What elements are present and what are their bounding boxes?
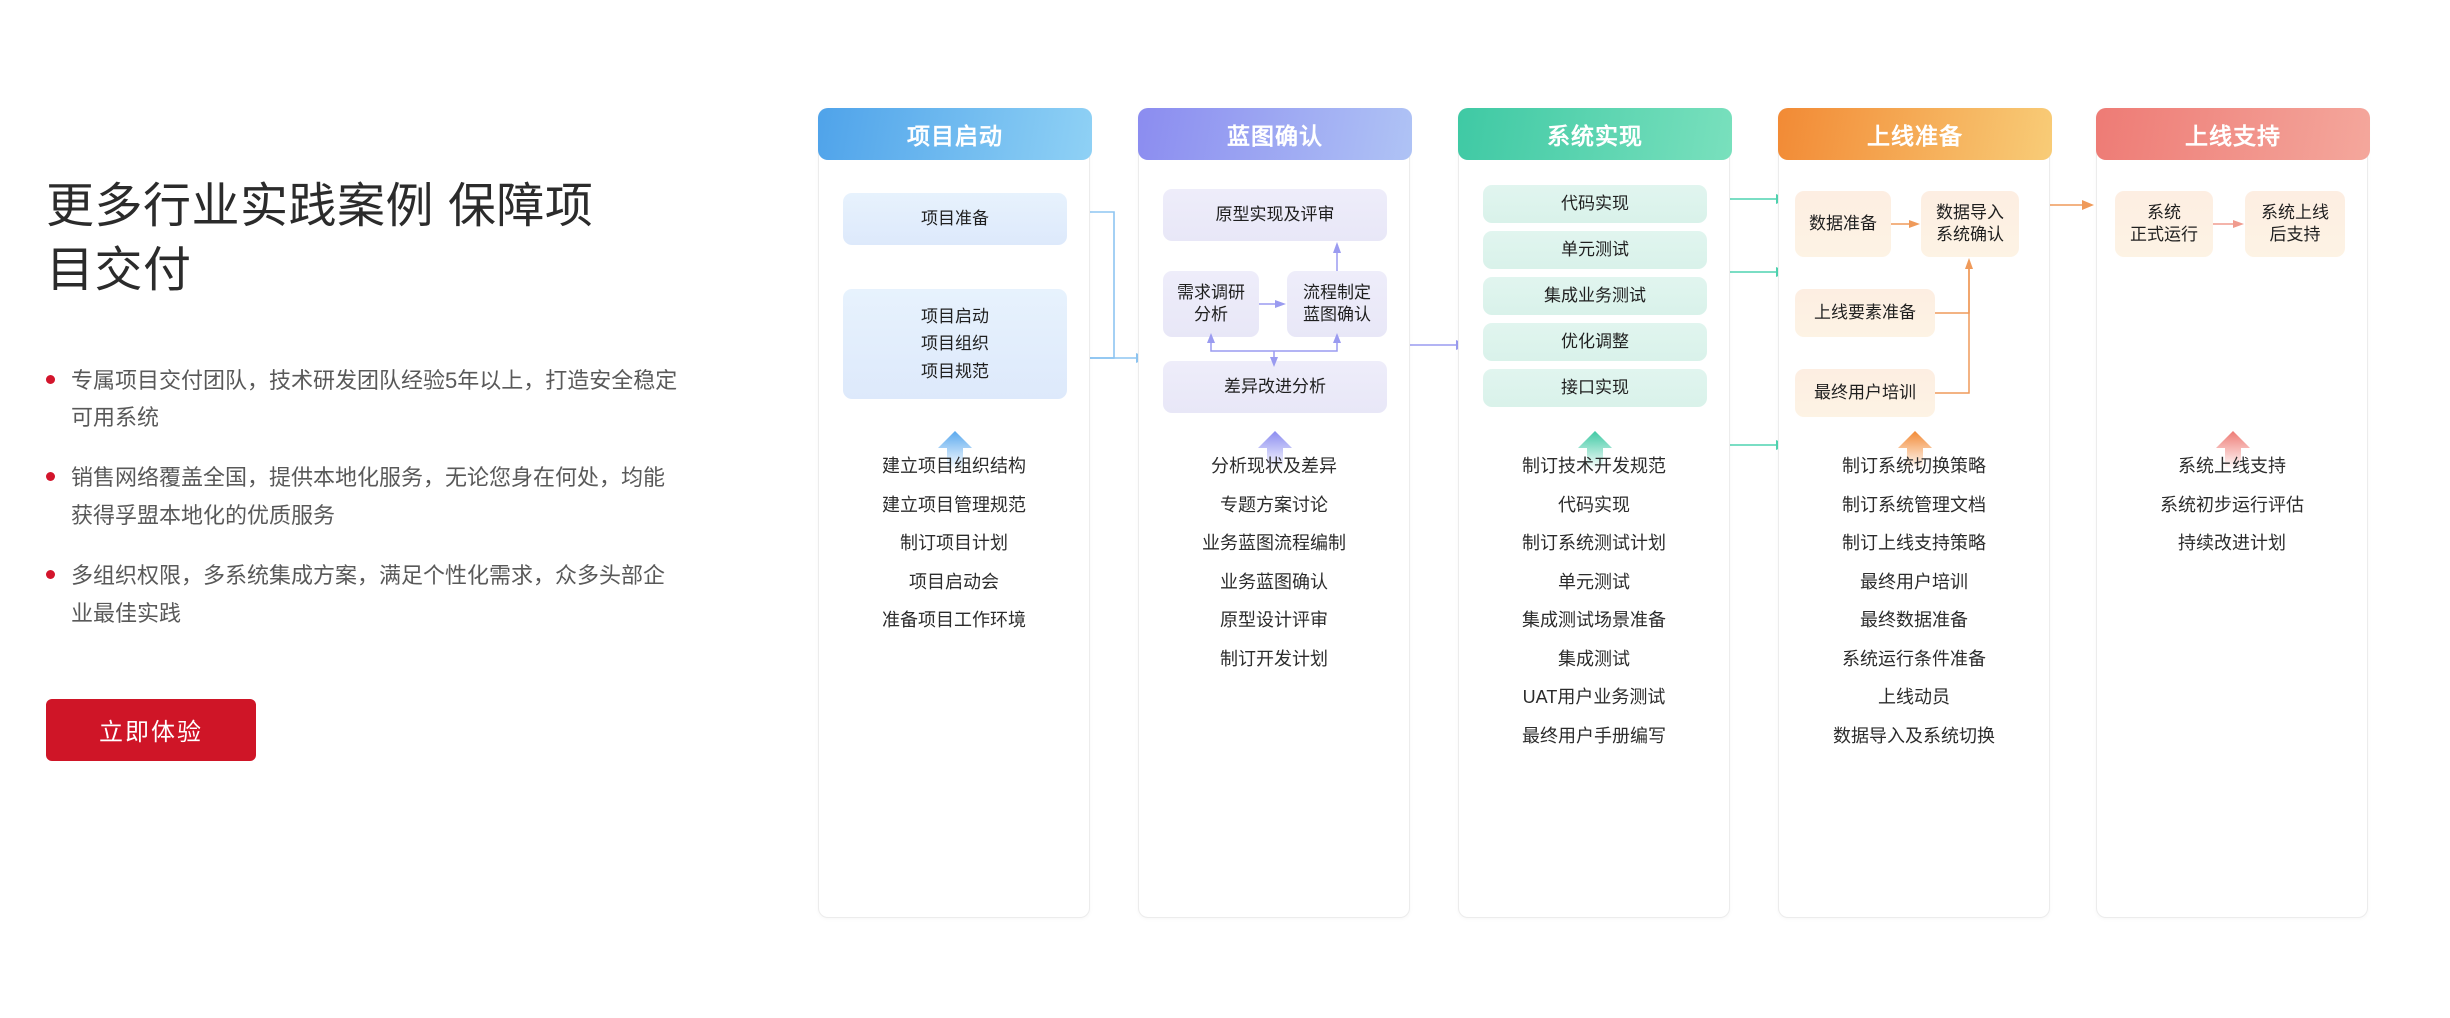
task-item: 系统上线支持 bbox=[2178, 456, 2286, 476]
flow-node[interactable]: 差异改进分析 bbox=[1163, 361, 1387, 413]
task-item: 上线动员 bbox=[1878, 687, 1950, 707]
task-item: 专题方案讨论 bbox=[1220, 494, 1328, 515]
task-item: 最终数据准备 bbox=[1860, 610, 1968, 630]
list-item: 专属项目交付团队，技术研发团队经验5年以上，打造安全稳定可用系统 bbox=[46, 362, 726, 438]
feature-bullet-list: 专属项目交付团队，技术研发团队经验5年以上，打造安全稳定可用系统 销售网络覆盖全… bbox=[46, 362, 726, 633]
flow-node[interactable]: 代码实现 bbox=[1483, 185, 1707, 223]
bullet-dot-icon bbox=[46, 374, 55, 384]
task-item: 准备项目工作环境 bbox=[882, 610, 1026, 630]
list-item: 多组织权限，多系统集成方案，满足个性化需求，众多头部企业最佳实践 bbox=[46, 557, 726, 633]
stage-task-list: 建立项目组织结构 建立项目管理规范 制订项目计划 项目启动会 准备项目工作环境 bbox=[819, 457, 1089, 650]
stage-column-golive-preparation[interactable]: 上线准备 数据准备 数据导入 系统确认 上线要素准备 最终用户培训 bbox=[1778, 108, 2052, 918]
task-item: 单元测试 bbox=[1558, 571, 1630, 592]
stage-diagram: 代码实现 单元测试 集成业务测试 优化调整 接口实现 bbox=[1459, 161, 1731, 419]
stage-header: 项目启动 bbox=[818, 108, 1092, 160]
task-item: 系统初步运行评估 bbox=[2160, 494, 2304, 515]
flow-node[interactable]: 优化调整 bbox=[1483, 323, 1707, 361]
stage-header: 蓝图确认 bbox=[1138, 108, 1412, 160]
stage-task-list: 制订系统切换策略 制订系统管理文档 制订上线支持策略 最终用户培训 最终数据准备… bbox=[1779, 457, 2049, 765]
task-item: 业务蓝图流程编制 bbox=[1202, 533, 1346, 553]
inner-connectors bbox=[2213, 220, 2244, 228]
flow-node[interactable]: 系统 正式运行 bbox=[2115, 191, 2213, 257]
task-item: 最终用户培训 bbox=[1860, 571, 1968, 592]
process-flow-diagram: 项目启动 项目准备 项目启动 项目组织 项目规范 建立项目组织结构 建立项目管理… bbox=[818, 108, 2408, 918]
headline-line-1: 更多行业实践案例 保障项 bbox=[46, 180, 594, 233]
stage-header: 系统实现 bbox=[1458, 108, 1732, 160]
stage-diagram: 原型实现及评审 需求调研 分析 流程制定 蓝图确认 差异改进分析 bbox=[1139, 161, 1411, 419]
task-item: 数据导入及系统切换 bbox=[1833, 725, 1995, 746]
task-item: 制订开发计划 bbox=[1220, 648, 1328, 669]
list-item: 销售网络覆盖全国，提供本地化服务，无论您身在何处，均能获得孚盟本地化的优质服务 bbox=[46, 459, 726, 535]
task-item: 业务蓝图确认 bbox=[1220, 571, 1328, 592]
flow-node[interactable]: 最终用户培训 bbox=[1795, 369, 1935, 417]
task-item: 集成测试场景准备 bbox=[1522, 610, 1666, 630]
task-item: UAT用户业务测试 bbox=[1522, 687, 1666, 707]
task-item: 制订技术开发规范 bbox=[1522, 456, 1666, 476]
flow-node[interactable]: 原型实现及评审 bbox=[1163, 189, 1387, 241]
stage-header: 上线准备 bbox=[1778, 108, 2052, 160]
stage-column-project-kickoff[interactable]: 项目启动 项目准备 项目启动 项目组织 项目规范 建立项目组织结构 建立项目管理… bbox=[818, 108, 1092, 918]
flow-node[interactable]: 项目启动 项目组织 项目规范 bbox=[843, 289, 1067, 399]
task-item: 制订系统测试计划 bbox=[1522, 533, 1666, 553]
up-arrow-icon bbox=[2216, 431, 2250, 469]
bullet-text: 多组织权限，多系统集成方案，满足个性化需求，众多头部企业最佳实践 bbox=[71, 562, 666, 626]
task-item: 制订系统管理文档 bbox=[1842, 494, 1986, 515]
up-arrow-icon bbox=[1898, 431, 1932, 469]
flow-node[interactable]: 流程制定 蓝图确认 bbox=[1287, 271, 1387, 337]
stage-header: 上线支持 bbox=[2096, 108, 2370, 160]
stage-diagram: 系统 正式运行 系统上线 后支持 bbox=[2097, 161, 2369, 419]
task-item: 系统运行条件准备 bbox=[1842, 648, 1986, 669]
stage-diagram: 数据准备 数据导入 系统确认 上线要素准备 最终用户培训 bbox=[1779, 161, 2051, 419]
task-item: 制订系统切换策略 bbox=[1842, 456, 1986, 476]
inner-connectors bbox=[1891, 220, 1973, 394]
flow-node[interactable]: 数据准备 bbox=[1795, 191, 1891, 257]
stage-task-list: 分析现状及差异 专题方案讨论 业务蓝图流程编制 业务蓝图确认 原型设计评审 制订… bbox=[1139, 457, 1409, 688]
task-item: 建立项目组织结构 bbox=[882, 456, 1026, 476]
stage-column-system-implementation[interactable]: 系统实现 代码实现 单元测试 集成业务测试 优化调整 接口实现 制订技术开发规范… bbox=[1458, 108, 1732, 918]
up-arrow-icon bbox=[1578, 431, 1612, 469]
task-item: 项目启动会 bbox=[909, 571, 999, 592]
bullet-dot-icon bbox=[46, 472, 55, 482]
task-item: 集成测试 bbox=[1558, 648, 1630, 669]
flow-node[interactable]: 系统上线 后支持 bbox=[2245, 191, 2345, 257]
flow-node[interactable]: 上线要素准备 bbox=[1795, 289, 1935, 337]
task-item: 建立项目管理规范 bbox=[882, 494, 1026, 515]
task-item: 代码实现 bbox=[1558, 494, 1630, 515]
up-arrow-icon bbox=[1258, 431, 1292, 469]
bullet-dot-icon bbox=[46, 569, 55, 579]
stage-task-list: 系统上线支持 系统初步运行评估 持续改进计划 bbox=[2097, 457, 2367, 573]
try-now-button[interactable]: 立即体验 bbox=[46, 698, 256, 761]
flow-node[interactable]: 项目准备 bbox=[843, 193, 1067, 245]
task-item: 持续改进计划 bbox=[2178, 533, 2286, 553]
left-panel: 更多行业实践案例 保障项 目交付 专属项目交付团队，技术研发团队经验5年以上，打… bbox=[46, 175, 726, 761]
stage-diagram: 项目准备 项目启动 项目组织 项目规范 bbox=[819, 161, 1091, 419]
bullet-text: 专属项目交付团队，技术研发团队经验5年以上，打造安全稳定可用系统 bbox=[71, 367, 678, 431]
inner-connectors bbox=[1207, 242, 1341, 367]
flow-node[interactable]: 数据导入 系统确认 bbox=[1921, 191, 2019, 257]
flow-node[interactable]: 集成业务测试 bbox=[1483, 277, 1707, 315]
stage-column-blueprint-confirm[interactable]: 蓝图确认 原型实现及评审 需求调研 分析 流程制定 蓝图确认 差异改进分析 bbox=[1138, 108, 1412, 918]
task-item: 分析现状及差异 bbox=[1211, 456, 1337, 476]
task-item: 制订项目计划 bbox=[900, 533, 1008, 553]
page-title: 更多行业实践案例 保障项 目交付 bbox=[46, 175, 726, 304]
headline-line-2: 目交付 bbox=[46, 244, 192, 298]
task-item: 最终用户手册编写 bbox=[1522, 725, 1666, 746]
up-arrow-icon bbox=[938, 431, 972, 469]
task-item: 制订上线支持策略 bbox=[1842, 533, 1986, 553]
flow-node[interactable]: 接口实现 bbox=[1483, 369, 1707, 407]
stage-task-list: 制订技术开发规范 代码实现 制订系统测试计划 单元测试 集成测试场景准备 集成测… bbox=[1459, 457, 1729, 765]
task-item: 原型设计评审 bbox=[1220, 610, 1328, 630]
bullet-text: 销售网络覆盖全国，提供本地化服务，无论您身在何处，均能获得孚盟本地化的优质服务 bbox=[71, 465, 666, 529]
stage-column-golive-support[interactable]: 上线支持 系统 正式运行 系统上线 后支持 系统上线支持 系统初步运行评估 持续… bbox=[2096, 108, 2370, 918]
flow-node[interactable]: 单元测试 bbox=[1483, 231, 1707, 269]
flow-node[interactable]: 需求调研 分析 bbox=[1163, 271, 1259, 337]
